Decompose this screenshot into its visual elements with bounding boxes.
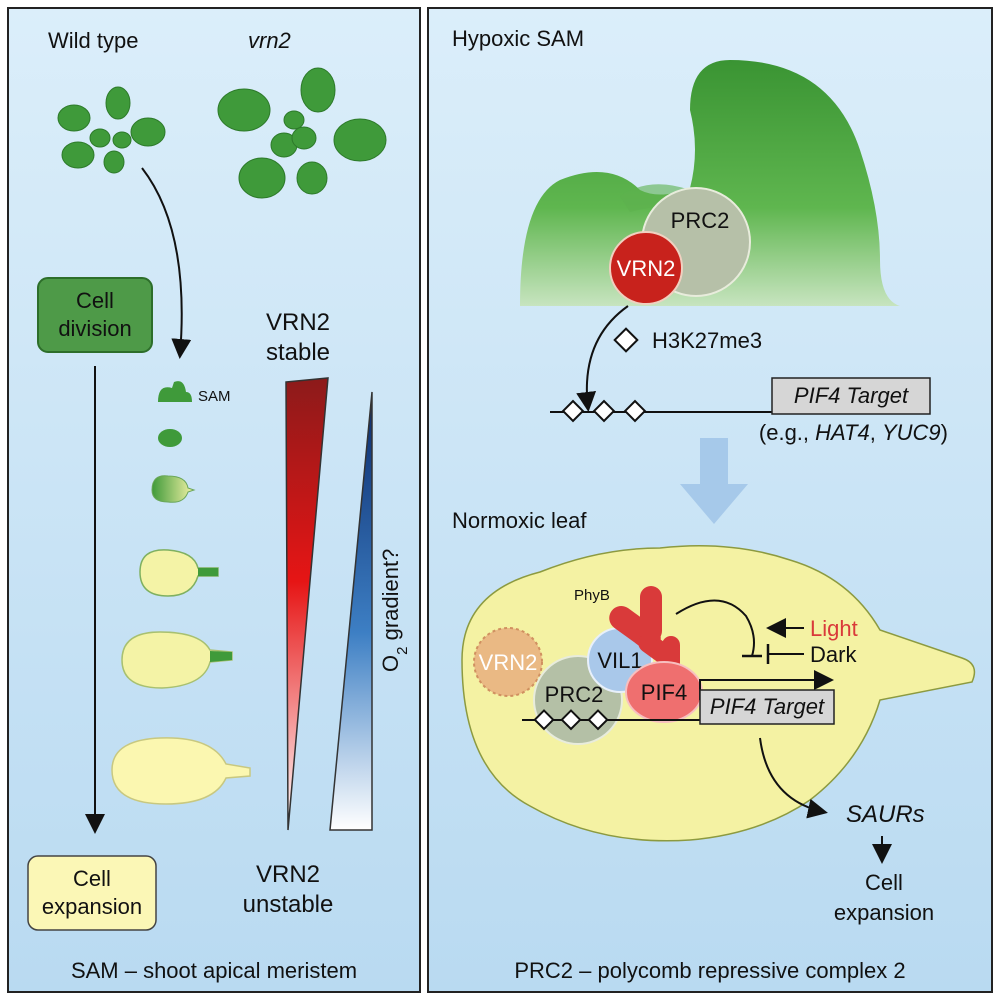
phyb-label: PhyB (574, 587, 610, 604)
pif4-target-gene-box: PIF4 Target (771, 377, 931, 415)
svg-text:PRC2: PRC2 (545, 682, 604, 707)
vrn2-stability-gradient (285, 377, 329, 831)
wild-type-rosette-icon (57, 86, 166, 174)
svg-text:Cell: Cell (73, 866, 111, 891)
svg-text:VRN2: VRN2 (479, 650, 538, 675)
vrn2-mutant-label: vrn2 (248, 28, 291, 53)
normoxic-leaf-title: Normoxic leaf (452, 508, 587, 533)
right-footer-caption: PRC2 – polycomb repressive complex 2 (514, 958, 905, 983)
left-footer-caption: SAM – shoot apical meristem (71, 958, 357, 983)
leaf-pif4-target-gene-box: PIF4 Target (699, 689, 835, 725)
svg-text:PIF4: PIF4 (641, 680, 687, 705)
svg-text:VIL1: VIL1 (597, 648, 642, 673)
svg-text:division: division (58, 316, 131, 341)
wild-type-label: Wild type (48, 28, 138, 53)
o2-gradient-label: O2 gradient? (378, 549, 411, 672)
vrn2-rosette-icon (217, 67, 387, 199)
repressed-chromatin (550, 399, 772, 423)
h3k27me3-label: H3K27me3 (652, 328, 762, 353)
hypoxic-sam-title: Hypoxic SAM (452, 26, 584, 51)
svg-text:PIF4 Target: PIF4 Target (794, 383, 909, 408)
right-panel: Hypoxic SAM PRC2 VRN2 H3K27me3 PIF (427, 7, 993, 993)
left-panel: Wild type vrn2 Cell (7, 7, 421, 993)
deposition-arrow (576, 305, 629, 412)
vrn2-unstable-label-line1: VRN2 (256, 861, 320, 888)
cell-division-box: Cell division (37, 277, 153, 353)
dark-label: Dark (810, 642, 857, 667)
svg-text:Cell: Cell (76, 288, 114, 313)
vrn2-stable-label-line1: VRN2 (266, 309, 330, 336)
target-examples-label: (e.g., HAT4, YUC9) (759, 420, 948, 445)
vrn2-unstable-label-line2: unstable (243, 891, 334, 918)
cell-expansion-box: Cell expansion (27, 855, 157, 931)
svg-text:VRN2: VRN2 (617, 256, 676, 281)
saurs-label: SAURs (846, 801, 925, 828)
target-to-saurs-arrow (759, 737, 828, 819)
leaf-primordium-2 (151, 475, 196, 503)
degraded-vrn2: VRN2 (473, 627, 543, 697)
svg-text:expansion: expansion (42, 894, 142, 919)
svg-text:PIF4 Target: PIF4 Target (710, 694, 825, 719)
leaf-stage-5 (111, 737, 251, 805)
phyb-inhibition-arc (675, 599, 755, 657)
leaf-primordium-1 (158, 429, 182, 447)
transition-arrow (680, 438, 748, 524)
leaf-cell-expansion-line2: expansion (834, 900, 934, 925)
light-label: Light (810, 616, 858, 641)
sam-vrn2-protein: VRN2 (609, 231, 683, 305)
sam-icon (158, 381, 192, 402)
vrn2-stable-label-line2: stable (266, 339, 330, 366)
pif4-protein: PIF4 (625, 661, 703, 723)
sam-label: SAM (198, 388, 231, 405)
h3k27me3-diamond-icon (613, 327, 639, 353)
rosette-to-sam-arrow (141, 167, 192, 359)
leaf-cell-expansion-line1: Cell (865, 870, 903, 895)
leaf-development-series: SAM (111, 381, 251, 805)
o2-gradient-triangle (329, 391, 373, 831)
hypoxic-sam-shape (520, 60, 900, 306)
svg-text:PRC2: PRC2 (671, 208, 730, 233)
